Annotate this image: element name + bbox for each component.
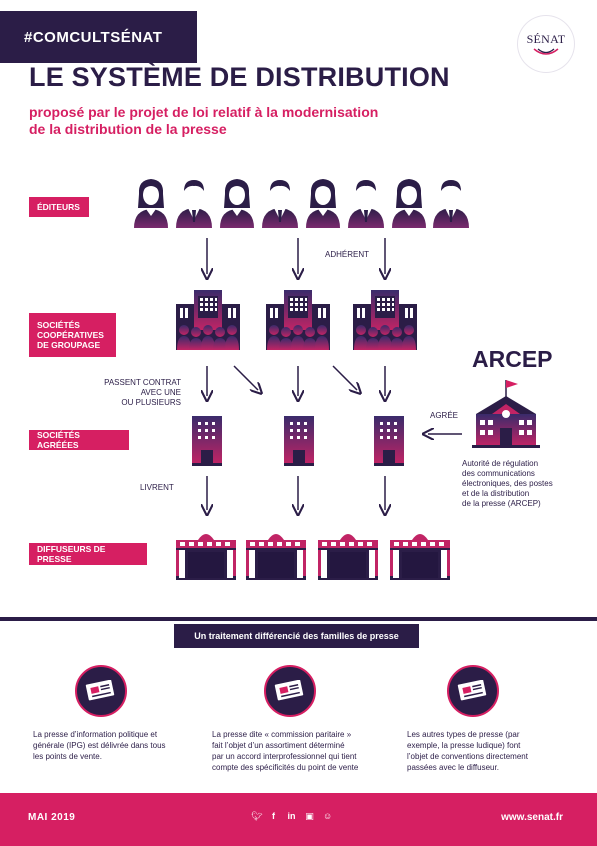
arcep-description: Autorité de régulation des communication…	[462, 459, 592, 509]
column-line: passées avec le diffuseur.	[407, 763, 499, 772]
tag-label: DIFFUSEURS DE PRESSE	[37, 544, 106, 564]
column-autres-text: Les autres types de presse (par exemple,…	[407, 729, 572, 773]
annotation-line: AVEC UNE	[140, 388, 181, 397]
column-commission-text: La presse dite « commission paritaire » …	[212, 729, 392, 773]
instagram-icon[interactable]: ▣	[305, 811, 314, 821]
section-label-text: Un traitement différencié des familles d…	[194, 631, 399, 641]
page-subtitle: proposé par le projet de loi relatif à l…	[29, 104, 409, 138]
newspaper-icon	[447, 665, 499, 717]
tag-label: ÉDITEURS	[37, 202, 80, 212]
column-line: La presse dite « commission paritaire »	[212, 730, 352, 739]
column-line: Les autres types de presse (par	[407, 730, 520, 739]
tag-label: DE GROUPAGE	[37, 340, 101, 350]
annotation-passent-contrat: PASSENT CONTRAT AVEC UNE OU PLUSIEURS	[101, 378, 181, 408]
tag-label: COOPÉRATIVES	[37, 330, 104, 340]
annotation-line: PASSENT CONTRAT	[104, 378, 181, 387]
section-label: Un traitement différencié des familles d…	[174, 624, 419, 648]
newspaper-icon	[264, 665, 316, 717]
arcep-desc-line: électroniques, des postes	[462, 479, 553, 488]
facebook-icon[interactable]: f	[272, 811, 275, 821]
twitter-icon[interactable]: 🐦︎	[251, 811, 263, 821]
annotation-livrent: LIVRENT	[140, 483, 174, 492]
tag-label: SOCIÉTÉS	[37, 320, 80, 330]
column-ipg-text: La presse d’information politique et gén…	[33, 729, 198, 762]
annotation-agree: AGRÉE	[430, 411, 459, 420]
snapchat-icon[interactable]: ☺	[323, 811, 333, 821]
senat-logo[interactable]: SÉNAT	[518, 16, 574, 72]
column-line: exemple, la presse ludique) font	[407, 741, 521, 750]
column-line: compte des spécificités du point de vent…	[212, 763, 359, 772]
arcep-building-icon	[472, 380, 540, 448]
column-line: générale (IPG) est délivrée dans tous	[33, 741, 166, 750]
tag-societes-agreees: SOCIÉTÉS AGRÉÉES	[29, 430, 129, 450]
tag-editeurs: ÉDITEURS	[29, 197, 89, 217]
footer-site-link[interactable]: www.senat.fr	[501, 812, 563, 823]
arcep-desc-line: de la presse (ARCEP)	[462, 499, 541, 508]
social-icons: 🐦︎ f in ▣ ☺	[251, 811, 332, 822]
column-line: par un accord interprofessionnel qui tie…	[212, 752, 357, 761]
arcep-desc-line: Autorité de régulation	[462, 459, 539, 468]
column-line: les points de vente.	[33, 752, 102, 761]
column-line: La presse d’information politique et	[33, 730, 158, 739]
tag-societes-cooperatives: SOCIÉTÉS COOPÉRATIVES DE GROUPAGE	[29, 313, 116, 357]
tag-diffuseurs: DIFFUSEURS DE PRESSE	[29, 543, 147, 565]
annotation-line: OU PLUSIEURS	[121, 398, 181, 407]
linkedin-icon[interactable]: in	[287, 811, 296, 821]
logo-text: SÉNAT	[526, 31, 566, 46]
page-title: LE SYSTÈME DE DISTRIBUTION	[29, 62, 450, 92]
footer-date: MAI 2019	[28, 812, 76, 823]
tag-label: SOCIÉTÉS AGRÉÉES	[37, 430, 80, 450]
subtitle-line: de la distribution de la presse	[29, 121, 227, 137]
column-line: l’objet de conventions directement	[407, 752, 528, 761]
hashtag-banner: #COMCULTSÉNAT	[0, 11, 197, 63]
hashtag-text: #COMCULTSÉNAT	[24, 28, 163, 46]
arcep-title: ARCEP	[472, 346, 553, 372]
arcep-desc-line: des communications	[462, 469, 535, 478]
logo-arcs-icon	[533, 47, 559, 55]
section-divider	[0, 617, 597, 621]
column-line: fait l’objet d’un assortiment déterminé	[212, 741, 345, 750]
footer: MAI 2019 🐦︎ f in ▣ ☺ www.senat.fr	[0, 793, 597, 846]
annotation-adherent: ADHÉRENT	[325, 250, 370, 259]
subtitle-line: proposé par le projet de loi relatif à l…	[29, 104, 379, 120]
editors-people-icon	[130, 176, 480, 228]
distribution-diagram	[176, 238, 540, 580]
arcep-desc-line: et de la distribution	[462, 489, 530, 498]
newspaper-icon	[75, 665, 127, 717]
